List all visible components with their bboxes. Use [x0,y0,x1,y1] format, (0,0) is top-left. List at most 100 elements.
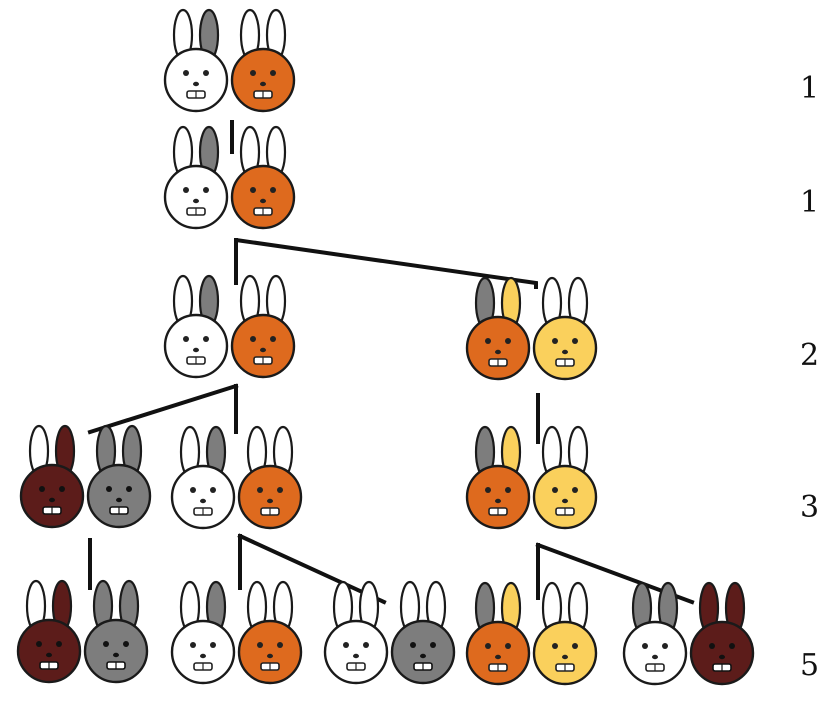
rabbit-p1-right-face [230,164,296,230]
rabbit-p9-left-nose [353,653,359,659]
rabbit-pair-p5 [170,425,303,530]
rabbit-pair-p4 [19,424,152,529]
rabbit-p7-right [83,579,149,684]
rabbit-p8-right [237,580,303,685]
rabbit-p4-right-right-eye [126,486,132,492]
rabbit-p1-right-left-eye [250,187,256,193]
rabbit-p4-right [86,424,152,529]
rabbit-p11-right-nose [719,654,725,660]
rabbit-p4-right-left-eye [106,486,112,492]
rabbit-p2-left-nose [193,347,199,353]
rabbit-p9-right-left-eye [410,642,416,648]
lineage-line-p1-p3 [235,238,538,289]
rabbit-p5-right [237,425,303,530]
rabbit-p9-left [323,580,389,685]
rabbit-p11-left-nose [652,654,658,660]
rabbit-p2-left-right-eye [203,336,209,342]
rabbit-p3-right-nose [562,349,568,355]
rabbit-p10-right [532,581,598,686]
rabbit-p8-left [170,580,236,685]
rabbit-p9-left-left-eye [343,642,349,648]
rabbit-p6-left-face [465,464,531,530]
rabbit-p9-right-face [390,619,456,685]
rabbit-p6-right-left-eye [552,487,558,493]
rabbit-p9-left-face [323,619,389,685]
rabbit-p10-left-face [465,620,531,686]
rabbit-p0-right-nose [260,81,266,87]
rabbit-p0-right [230,8,296,113]
rabbit-p5-left-face [170,464,236,530]
generation-count-1: 1 [800,71,819,106]
rabbit-p5-right-right-eye [277,487,283,493]
generation-count-5: 5 [800,648,819,683]
rabbit-p9-left-right-eye [363,642,369,648]
rabbit-p3-right [532,276,598,381]
rabbit-p0-left-nose [193,81,199,87]
rabbit-p2-left [163,274,229,379]
rabbit-p3-right-left-eye [552,338,558,344]
rabbit-p8-right-face [237,619,303,685]
rabbit-p1-left-left-eye [183,187,189,193]
rabbit-p3-right-face [532,315,598,381]
rabbit-p0-left-left-eye [183,70,189,76]
rabbit-p8-left-nose [200,653,206,659]
rabbit-p6-left-nose [495,498,501,504]
rabbit-p9-right-right-eye [430,642,436,648]
rabbit-p4-left-face [19,463,85,529]
generation-counts: 1 1 2 3 5 [800,71,819,683]
rabbit-pair-p1 [163,125,296,230]
rabbit-p5-left-right-eye [210,487,216,493]
rabbit-p7-left-left-eye [36,641,42,647]
rabbit-p6-left-left-eye [485,487,491,493]
rabbit-p6-right-nose [562,498,568,504]
rabbit-p6-left [465,425,531,530]
rabbit-p7-left-right-eye [56,641,62,647]
rabbit-p5-right-nose [267,498,273,504]
rabbit-p3-left [465,276,531,381]
rabbit-p1-left-face [163,164,229,230]
rabbit-p5-left [170,425,236,530]
rabbit-p8-left-right-eye [210,642,216,648]
rabbit-p9-right-nose [420,653,426,659]
rabbit-p1-right-right-eye [270,187,276,193]
rabbit-p7-right-face [83,618,149,684]
rabbit-p8-left-face [170,619,236,685]
rabbit-pair-p0 [163,8,296,113]
rabbit-p3-left-right-eye [505,338,511,344]
rabbit-p11-right [689,581,755,686]
rabbit-p10-left [465,581,531,686]
generation-count-2: 1 [800,185,819,220]
rabbit-p6-left-right-eye [505,487,511,493]
rabbit-pair-p10 [465,581,598,686]
rabbit-p1-right [230,125,296,230]
rabbit-p11-left-left-eye [642,643,648,649]
rabbit-p2-right-left-eye [250,336,256,342]
rabbit-p10-right-face [532,620,598,686]
rabbit-p2-left-left-eye [183,336,189,342]
lineage-line-p5-p9 [237,533,387,605]
rabbit-p1-right-nose [260,198,266,204]
rabbit-p3-left-nose [495,349,501,355]
rabbit-p11-right-left-eye [709,643,715,649]
rabbit-p2-right [230,274,296,379]
rabbit-p7-left-face [16,618,82,684]
rabbit-p11-left [622,581,688,686]
rabbit-p5-left-left-eye [190,487,196,493]
rabbit-p0-left [163,8,229,113]
rabbit-p8-right-nose [267,653,273,659]
rabbit-p10-left-right-eye [505,643,511,649]
rabbit-p9-right [390,580,456,685]
rabbit-p11-left-face [622,620,688,686]
rabbit-p8-right-right-eye [277,642,283,648]
rabbit-p4-left-nose [49,497,55,503]
generation-count-4: 3 [800,490,819,525]
rabbit-p4-left-left-eye [39,486,45,492]
rabbit-p4-left-right-eye [59,486,65,492]
rabbit-p3-right-right-eye [572,338,578,344]
rabbit-p10-left-left-eye [485,643,491,649]
rabbit-pair-p2 [163,274,296,379]
rabbit-p10-right-right-eye [572,643,578,649]
rabbit-p0-right-left-eye [250,70,256,76]
rabbit-p1-left [163,125,229,230]
